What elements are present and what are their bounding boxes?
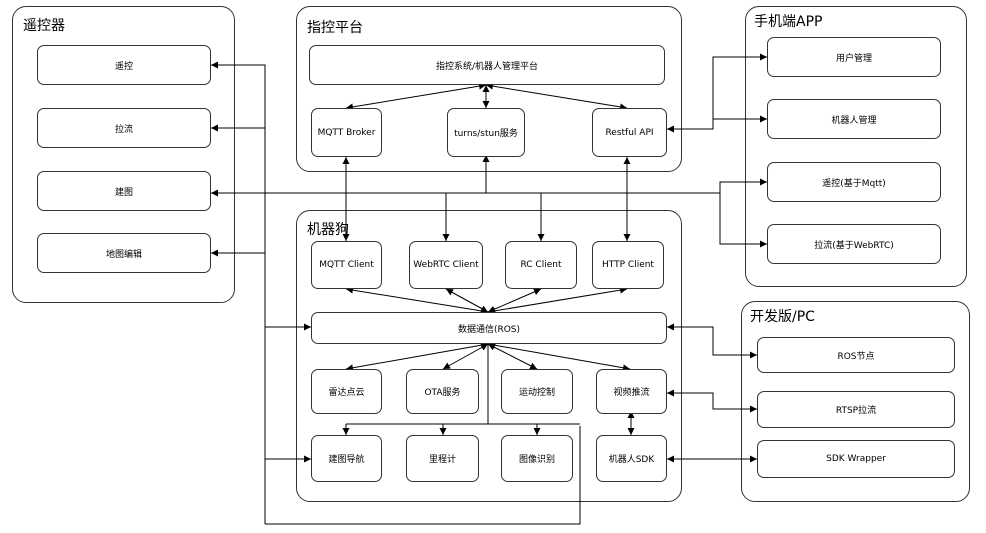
- node-app-user-mgmt: 用户管理: [767, 37, 941, 77]
- node-mqtt-client: MQTT Client: [311, 241, 382, 289]
- node-ros-node: ROS节点: [757, 337, 955, 373]
- node-nav: 建图导航: [311, 435, 382, 482]
- node-data-comm: 数据通信(ROS): [311, 312, 667, 344]
- node-motion: 运动控制: [501, 369, 573, 414]
- group-robot-title: 机器狗: [307, 222, 349, 238]
- node-http-client: HTTP Client: [592, 241, 664, 289]
- node-video-push: 视频推流: [596, 369, 667, 414]
- node-rtsp-stream: RTSP拉流: [757, 391, 955, 428]
- node-app-robot-mgmt: 机器人管理: [767, 99, 941, 139]
- node-app-stream-webrtc: 拉流(基于WebRTC): [767, 224, 941, 264]
- node-remote-control: 遥控: [37, 45, 211, 85]
- node-restful-api: Restful API: [592, 108, 667, 157]
- group-platform-title: 指控平台: [307, 20, 363, 36]
- node-rc-client: RC Client: [505, 241, 577, 289]
- node-platform-system: 指控系统/机器人管理平台: [309, 45, 665, 85]
- node-mqtt-broker: MQTT Broker: [311, 108, 382, 157]
- node-remote-stream: 拉流: [37, 108, 211, 148]
- node-odometer: 里程计: [406, 435, 479, 482]
- group-pc-title: 开发版/PC: [750, 309, 815, 325]
- node-webrtc-client: WebRTC Client: [409, 241, 483, 289]
- group-remote-title: 遥控器: [23, 18, 65, 34]
- node-turn-stun: turns/stun服务: [447, 108, 525, 157]
- node-remote-mapping: 建图: [37, 171, 211, 211]
- node-image-recog: 图像识别: [501, 435, 573, 482]
- node-remote-map-edit: 地图编辑: [37, 233, 211, 273]
- node-robot-sdk: 机器人SDK: [596, 435, 667, 482]
- node-sdk-wrapper: SDK Wrapper: [757, 440, 955, 478]
- node-app-remote-mqtt: 遥控(基于Mqtt): [767, 162, 941, 202]
- node-ota: OTA服务: [406, 369, 479, 414]
- group-app-title: 手机端APP: [754, 14, 823, 30]
- node-lidar: 雷达点云: [311, 369, 382, 414]
